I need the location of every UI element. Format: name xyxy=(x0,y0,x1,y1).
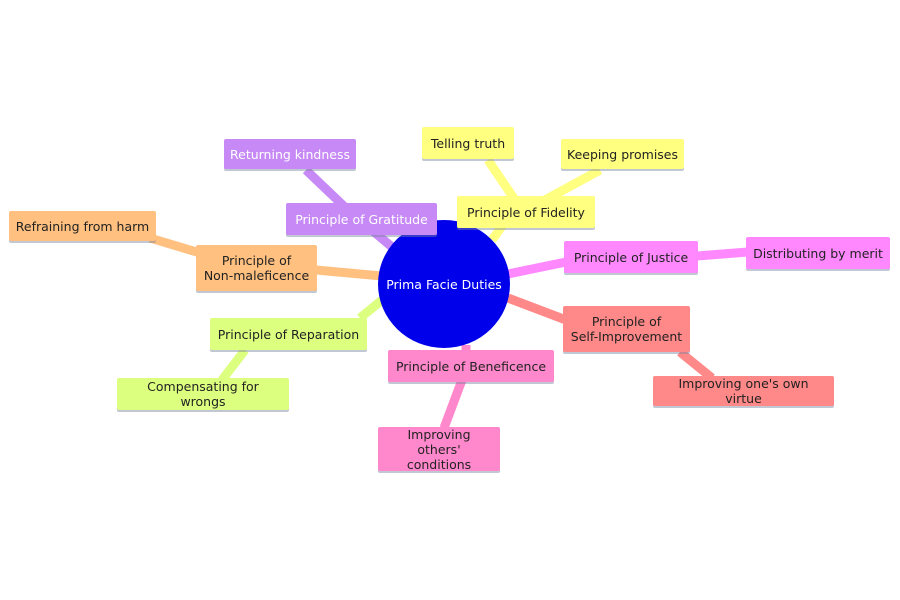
root-label: Prima Facie Duties xyxy=(386,276,502,292)
leaf-compensating-for-wrongs-label: Compensating for wrongs xyxy=(147,379,259,409)
branch-beneficence-label: Principle of Beneficence xyxy=(395,358,547,374)
edge-self-improvement-8 xyxy=(677,348,715,382)
edge-non-maleficence-14 xyxy=(148,233,202,258)
branch-non-maleficence[interactable]: Principle of Non-maleficence xyxy=(196,245,317,291)
branch-self-improvement[interactable]: Principle of Self-Improvement xyxy=(563,306,690,352)
leaf-returning-kindness[interactable]: Returning kindness xyxy=(224,139,356,169)
leaf-improving-own-virtue[interactable]: Improving one's own virtue xyxy=(653,376,834,406)
leaf-keeping-promises[interactable]: Keeping promises xyxy=(561,139,684,169)
branch-non-maleficence-label: Principle of Non-maleficence xyxy=(203,253,310,283)
leaf-improving-others-conditions-label: Improving others' conditions xyxy=(406,426,472,472)
leaf-refraining-from-harm-label: Refraining from harm xyxy=(15,218,150,234)
edge-fidelity-4 xyxy=(542,166,603,204)
leaf-distributing-by-merit-label: Distributing by merit xyxy=(753,245,883,261)
branch-gratitude-label: Principle of Gratitude xyxy=(295,211,428,227)
branch-fidelity[interactable]: Principle of Fidelity xyxy=(457,196,595,228)
branch-reparation[interactable]: Principle of Reparation xyxy=(210,318,367,350)
leaf-returning-kindness-label: Returning kindness xyxy=(230,146,350,162)
edge-justice-5 xyxy=(507,257,567,279)
leaf-telling-truth[interactable]: Telling truth xyxy=(422,127,514,159)
leaf-compensating-for-wrongs[interactable]: Compensating for wrongs xyxy=(117,378,289,410)
branch-justice[interactable]: Principle of Justice xyxy=(564,241,698,273)
edge-reparation-11 xyxy=(357,296,385,322)
edge-justice-6 xyxy=(696,247,749,261)
edge-beneficence-10 xyxy=(439,378,467,430)
branch-self-improvement-label: Principle of Self-Improvement xyxy=(570,314,683,344)
edge-self-improvement-7 xyxy=(506,293,568,325)
leaf-improving-own-virtue-label: Improving one's own virtue xyxy=(678,376,809,406)
branch-justice-label: Principle of Justice xyxy=(573,249,689,265)
branch-gratitude[interactable]: Principle of Gratitude xyxy=(286,203,437,235)
branch-reparation-label: Principle of Reparation xyxy=(217,326,360,342)
leaf-keeping-promises-label: Keeping promises xyxy=(567,146,679,162)
branch-fidelity-label: Principle of Fidelity xyxy=(467,204,585,220)
leaf-distributing-by-merit[interactable]: Distributing by merit xyxy=(746,237,890,269)
leaf-telling-truth-label: Telling truth xyxy=(430,135,506,151)
branch-beneficence[interactable]: Principle of Beneficence xyxy=(388,350,554,382)
edge-reparation-12 xyxy=(218,347,249,383)
edge-non-maleficence-13 xyxy=(315,265,383,281)
leaf-refraining-from-harm[interactable]: Refraining from harm xyxy=(9,211,156,241)
leaf-improving-others-conditions[interactable]: Improving others' conditions xyxy=(378,426,500,472)
root-node[interactable]: Prima Facie Duties xyxy=(378,220,510,348)
edge-fidelity-3 xyxy=(484,157,519,203)
